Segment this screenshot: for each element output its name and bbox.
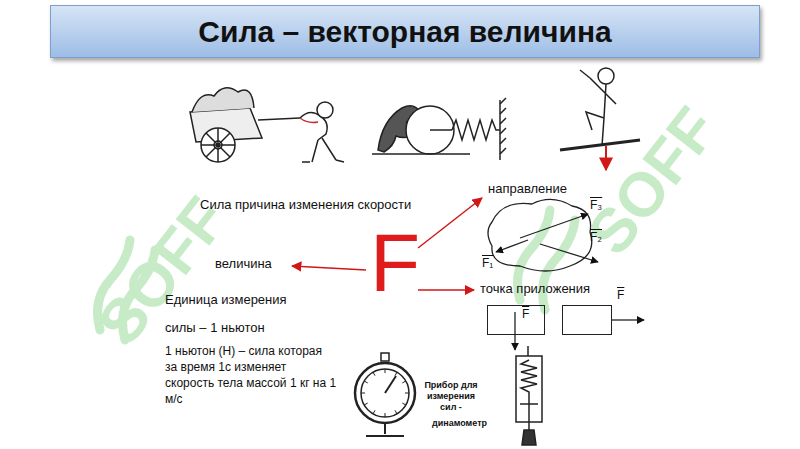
vector-label: F₂ [590,230,602,244]
spring-dynamometer [521,360,537,404]
note-text: 1 ньютон (Н) – сила которая за время 1с … [165,343,337,407]
man-on-plank-figure [580,70,590,78]
spring-dynamometer [528,404,530,430]
man-on-plank-figure [560,140,640,150]
leader-arrow [418,198,482,248]
dial-tick [395,410,397,413]
note-text: точка приложения [480,281,590,297]
body-outline [488,199,598,271]
man-on-plank-figure [598,68,614,84]
dial-tick [395,372,397,375]
cart-puller-figure [190,88,344,162]
spring-hand-figure [372,98,506,160]
note-text: динамометр [432,418,487,429]
dial-tick [364,403,367,405]
dial-dynamometer [381,353,389,361]
spring-hand-figure [406,106,454,154]
title-banner: Сила – векторная величина [50,5,760,58]
spring-hand-figure [372,153,470,155]
spring-dynamometer [522,430,536,445]
dial-dynamometer [385,376,396,393]
spring-dynamometer [516,346,542,445]
cart-puller-figure [201,128,235,162]
dial-ticks [361,369,409,417]
spring-hand-figure [500,98,506,154]
leader-arrow [418,289,474,291]
dial-tick [385,369,386,373]
dial-tick [402,381,405,383]
body-box: F [487,305,545,335]
dial-dynamometer [355,353,415,436]
spring-dynamometer [527,346,529,356]
body-outline [496,240,528,252]
dial-tick [402,403,405,405]
application-arrow [515,312,644,350]
body-box: F [562,305,612,335]
note-text: Прибор для измерения сил - [424,380,478,413]
cart-puller-figure [192,88,254,112]
dial-dynamometer [361,369,409,417]
spring-hand-figure [499,100,501,160]
cart-puller-figure [201,128,235,162]
dial-dynamometer [355,363,415,423]
cart-puller-figure [302,138,344,162]
watermark-logo [543,220,575,310]
man-on-plank-figure [560,68,640,170]
dial-tick [405,393,409,394]
spring-hand-figure [452,120,500,140]
body-outline [540,244,598,262]
force-label: F [617,288,624,302]
application-arrow [514,312,515,350]
vector-label: F₁ [482,256,493,270]
man-on-plank-figure [586,78,616,146]
cart-puller-figure [317,102,333,118]
title-text: Сила – векторная величина [198,15,611,49]
note-text: направление [488,181,567,197]
note-text: Единица измерения силы – 1 ньютон [165,286,315,342]
body-outline [488,199,592,271]
leader-arrow [292,266,366,270]
dial-tick [364,381,367,383]
force-label: F [522,307,529,321]
spring-hand-figure [430,129,452,131]
application-arrow [612,319,644,320]
dial-tick [361,393,365,394]
cart-puller-figure [300,118,318,123]
vector-label: F₃ [590,198,602,212]
note-text: Сила причина изменения скорости [200,197,411,213]
dial-tick [385,413,386,417]
dial-dynamometer [366,423,404,436]
dial-tick [373,372,375,375]
dial-tick [373,410,375,413]
cart-puller-figure [258,118,300,120]
force-symbol: F [370,222,420,304]
note-text: величина [215,256,272,272]
man-on-plank-figure [605,146,607,170]
